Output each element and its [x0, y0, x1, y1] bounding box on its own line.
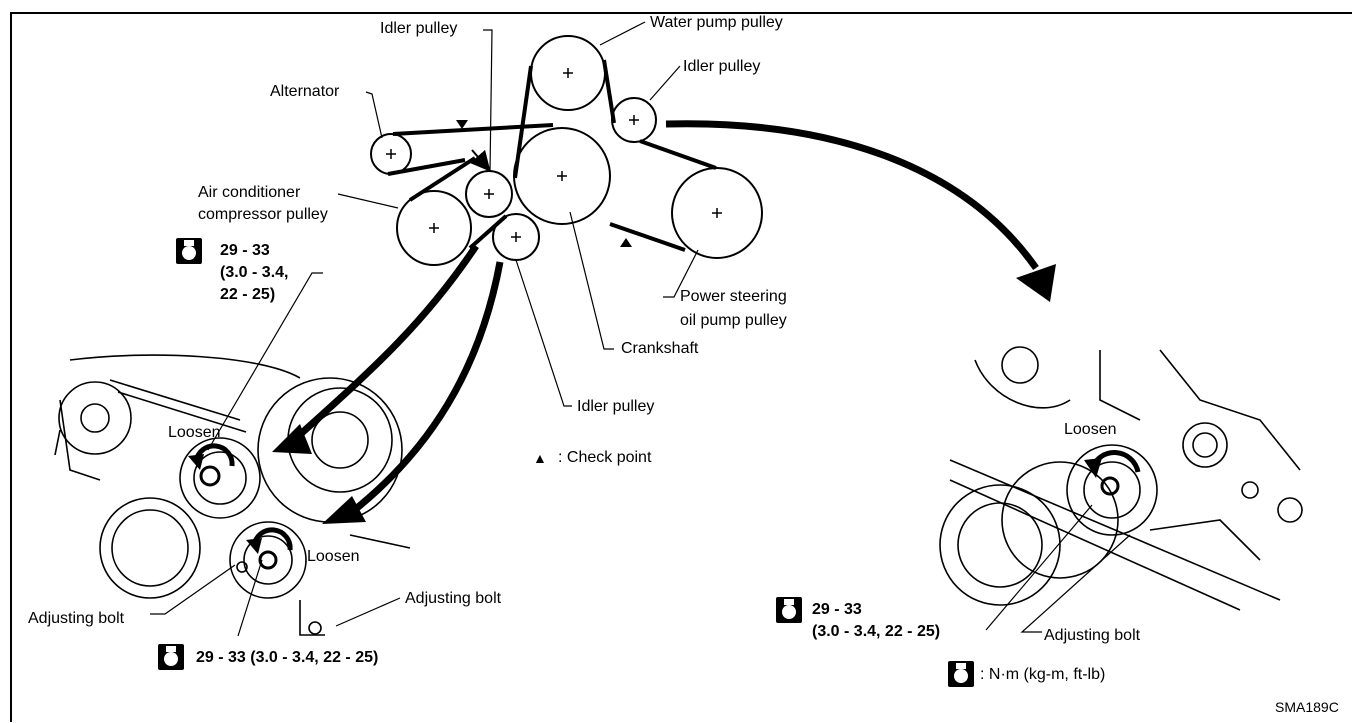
- label-adjusting-bolt-left: Adjusting bolt: [28, 610, 125, 627]
- label-water-pump-pulley: Water pump pulley: [650, 14, 783, 31]
- label-alternator: Alternator: [270, 83, 340, 100]
- label-idler-pulley-top: Idler pulley: [380, 20, 458, 37]
- torque-left-upper-line1: 29 - 33: [220, 242, 270, 259]
- check-point-triangle-icon: [456, 120, 632, 247]
- torque-right-line1: 29 - 33: [812, 601, 862, 618]
- figure-code: SMA189C: [1275, 699, 1339, 715]
- label-loosen-left-upper: Loosen: [168, 424, 221, 441]
- ac-compressor-pulley: [396, 190, 472, 266]
- label-idler-pulley-bottom: Idler pulley: [577, 398, 655, 415]
- belt-layout: [370, 35, 763, 266]
- torque-left-upper-line2: (3.0 - 3.4,: [220, 264, 289, 281]
- torque-left-upper-line3: 22 - 25): [220, 286, 276, 303]
- big-arrow-heads: [272, 264, 1056, 524]
- right-engine-illustration: [939, 346, 1303, 611]
- label-check-point: : Check point: [558, 449, 652, 466]
- label-adjusting-bolt-center: Adjusting bolt: [405, 590, 502, 607]
- label-idler-pulley-right: Idler pulley: [683, 58, 761, 75]
- torque-wrench-icon: [158, 238, 974, 687]
- pulley-center-plus-icons: [386, 68, 722, 242]
- label-crankshaft: Crankshaft: [621, 340, 699, 357]
- torque-right-line2: (3.0 - 3.4, 22 - 25): [812, 623, 941, 640]
- label-loosen-left-lower: Loosen: [307, 548, 360, 565]
- figure-frame: [10, 12, 1352, 722]
- label-adjusting-bolt-right: Adjusting bolt: [1044, 627, 1141, 644]
- label-loosen-right: Loosen: [1064, 421, 1117, 438]
- big-arrows: [291, 120, 1039, 515]
- label-power-steering-line1: Power steering: [680, 288, 787, 305]
- idler-check-arrow: [469, 149, 491, 172]
- power-steering-pulley: [671, 167, 763, 259]
- label-units: : N·m (kg-m, ft-lb): [980, 666, 1106, 683]
- left-engine-illustration: [54, 354, 411, 636]
- label-ac-compressor-line2: compressor pulley: [198, 206, 328, 223]
- label-power-steering-line2: oil pump pulley: [680, 312, 787, 329]
- check-point-symbol: ▲: [533, 450, 547, 466]
- leader-lines: [150, 21, 1131, 637]
- label-ac-compressor-line1: Air conditioner: [198, 184, 301, 201]
- torque-left-lower: 29 - 33 (3.0 - 3.4, 22 - 25): [196, 649, 379, 666]
